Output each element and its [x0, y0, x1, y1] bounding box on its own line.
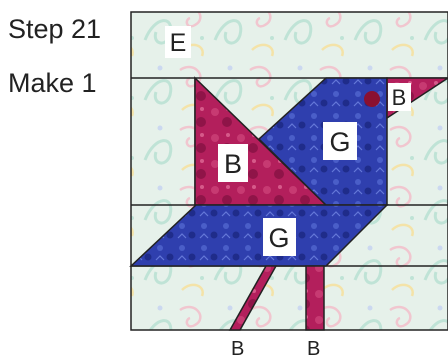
- leg-label-left: B: [231, 338, 244, 361]
- patch-label-g-lower: G: [268, 223, 289, 253]
- patch-label-b-left: B: [224, 149, 242, 179]
- patch-label-g-upper: G: [329, 127, 350, 157]
- leg-right: [306, 266, 324, 330]
- patch-label-e: E: [170, 29, 187, 57]
- leg-label-right: B: [307, 338, 320, 361]
- bird-eye: [364, 91, 380, 107]
- patch-label-b-top: B: [392, 85, 407, 110]
